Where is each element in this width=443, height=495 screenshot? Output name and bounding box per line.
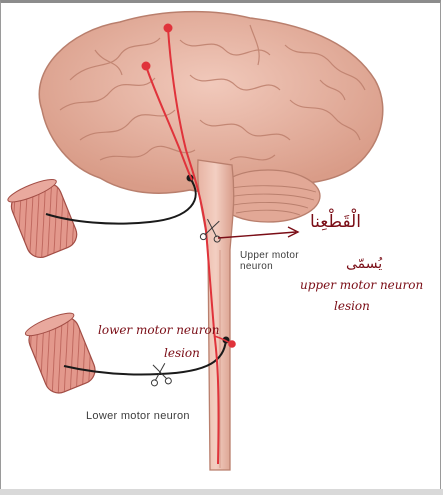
lower-muscle [23,309,99,397]
lower-lesion-note-line2: lesion [164,345,200,362]
arabic-cut-note: الْقَطْعِنا [310,214,361,231]
upper-motor-neuron-label: Upper motor neuron [240,250,300,272]
lower-motor-neuron-label: Lower motor neuron [86,411,190,422]
spinal-cord [198,160,234,470]
lower-lesion-note-line1: lower motor neuron [98,322,219,339]
upper-lesion-note-line1: upper motor neuron [300,277,423,294]
upper-lesion-note-line2: lesion [334,298,370,315]
arabic-called-note: يُسمّى [346,256,382,273]
upper-muscle [6,175,81,261]
